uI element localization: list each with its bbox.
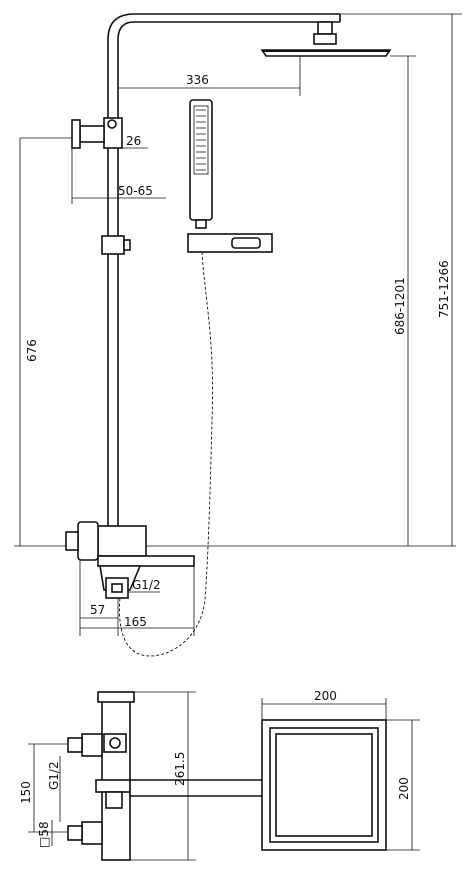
- top-view-head: 200 200: [261, 689, 420, 851]
- hand-shower: [189, 99, 213, 229]
- dim-spout-length: 165: [124, 615, 147, 629]
- riser-pipe: [107, 13, 340, 548]
- dim-head-width: 200: [314, 689, 337, 703]
- dim-inlet-spacing: 150: [19, 781, 33, 804]
- dim-mixer-to-bracket: 676: [25, 339, 39, 362]
- dim-arm-reach: 336: [186, 73, 209, 87]
- rain-shower-head: [260, 21, 392, 57]
- thermostatic-mixer: [65, 521, 195, 599]
- dim-bracket-depth: 26: [126, 134, 141, 148]
- slide-holder: [101, 235, 125, 255]
- dim-inlet-thread: G1/2: [132, 578, 161, 592]
- shower-hose: [119, 251, 213, 657]
- front-dimensions: 336 26 50-65 676 686-1201 751-1266: [14, 13, 462, 636]
- dim-inlet-square: □58: [37, 821, 51, 848]
- hand-shower-holder: [187, 233, 273, 253]
- dim-side-thread: G1/2: [47, 761, 61, 790]
- dim-head-height: 686-1201: [393, 277, 407, 335]
- dim-wall-range: 50-65: [118, 184, 153, 198]
- dim-inlet-offset: 57: [90, 603, 105, 617]
- dim-total-height: 751-1266: [437, 260, 451, 318]
- dim-side-height: 261.5: [173, 752, 187, 786]
- wall-bracket: [71, 117, 123, 149]
- front-view: 336 26 50-65 676 686-1201 751-1266: [14, 13, 462, 657]
- dim-head-depth: 200: [397, 777, 411, 800]
